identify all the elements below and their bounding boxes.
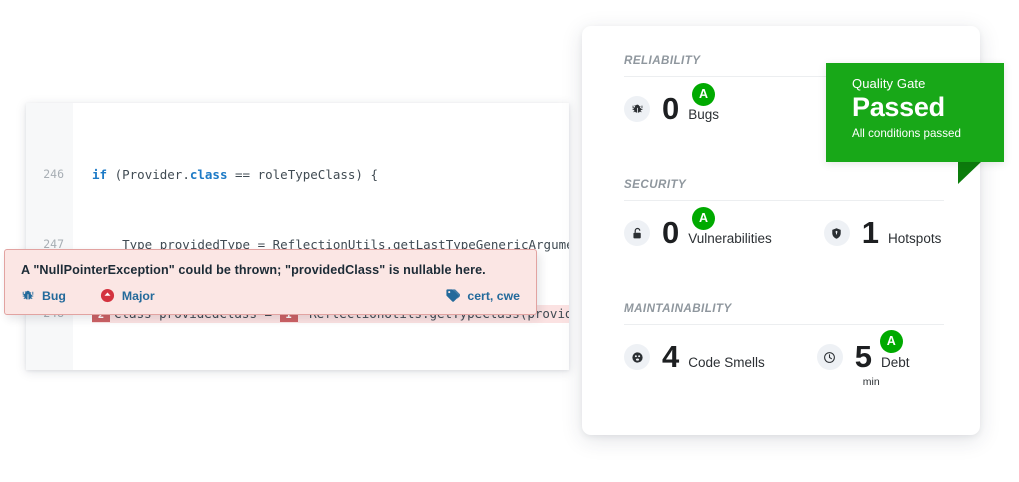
rating-badge[interactable]: A: [692, 207, 715, 230]
section-divider: [624, 200, 944, 201]
metric-label: Bugs: [688, 107, 720, 122]
section-maintainability: MAINTAINABILITY 4 Code Smells: [624, 302, 944, 388]
quality-gate-subtitle: All conditions passed: [852, 127, 961, 140]
bug-icon: [21, 289, 35, 303]
code-viewer-panel: 246 if (Provider.class == roleTypeClass)…: [26, 103, 569, 370]
code-smell-icon: [624, 344, 650, 370]
section-security: SECURITY 0 Vulnerabilities A: [624, 178, 944, 248]
issue-detail-card[interactable]: A "NullPointerException" could be thrown…: [4, 249, 537, 315]
line-number: 246: [43, 167, 64, 182]
issue-tags-label: cert, cwe: [467, 288, 520, 303]
metric-label: Debt: [881, 355, 910, 370]
section-reliability: RELIABILITY 0 Bugs A: [624, 54, 944, 124]
section-title: SECURITY: [624, 178, 687, 191]
issue-message: A "NullPointerException" could be thrown…: [21, 263, 486, 277]
issue-type-label: Bug: [42, 288, 66, 303]
severity-major-icon: [100, 288, 115, 303]
quality-gate-badge[interactable]: Quality Gate Passed All conditions passe…: [826, 63, 1004, 162]
metric-value: 0: [662, 91, 680, 126]
metric-label: Vulnerabilities: [688, 231, 772, 246]
code-content: if (Provider.class == roleTypeClass) {: [92, 167, 379, 183]
metric-value: 0: [662, 215, 680, 250]
metric-row: 0 Vulnerabilities A 1 Hotspots: [624, 207, 944, 250]
metric-code-smells[interactable]: 4 Code Smells: [624, 339, 765, 374]
shield-icon: [823, 220, 850, 246]
metric-row: 0 Bugs A: [624, 83, 944, 126]
clock-icon: [816, 344, 843, 370]
code-content: Type providedType = ReflectionUtils.getL…: [122, 236, 569, 252]
metric-unit: min: [862, 376, 880, 388]
line-number: 247: [43, 236, 64, 251]
code-lines: 246 if (Provider.class == roleTypeClass)…: [26, 103, 569, 370]
metric-value: 1: [861, 215, 880, 250]
metric-value: 5: [854, 339, 873, 374]
section-divider: [624, 324, 944, 325]
issue-type[interactable]: Bug: [21, 289, 66, 303]
metric-vulnerabilities[interactable]: 0 Vulnerabilities A: [624, 207, 772, 250]
metric-label: Hotspots: [888, 231, 942, 246]
metric-hotspots[interactable]: 1 Hotspots: [823, 215, 942, 250]
issue-tags[interactable]: cert, cwe: [445, 288, 520, 303]
metric-label: Code Smells: [688, 355, 765, 370]
open-lock-icon: [624, 220, 650, 246]
metric-row: 4 Code Smells 5 Debt A min: [624, 330, 944, 388]
rating-badge[interactable]: A: [879, 330, 903, 353]
bug-icon: [624, 96, 650, 122]
quality-gate-status: Passed: [852, 92, 945, 122]
metric-debt[interactable]: 5 Debt A min: [816, 330, 910, 388]
line-number-gutter: [26, 103, 73, 370]
metric-bugs[interactable]: 0 Bugs A: [624, 83, 720, 126]
section-title: MAINTAINABILITY: [624, 302, 732, 315]
rating-badge[interactable]: A: [692, 83, 715, 106]
metric-value: 4: [662, 339, 680, 374]
quality-gate-title: Quality Gate: [852, 76, 926, 91]
section-title: RELIABILITY: [624, 54, 701, 67]
tag-icon: [445, 288, 461, 303]
issue-severity-label: Major: [121, 288, 155, 303]
issue-severity[interactable]: Major: [100, 288, 155, 303]
section-divider: [624, 76, 944, 77]
code-line[interactable]: 247 Type providedType = ReflectionUtils.…: [26, 236, 569, 253]
code-line[interactable]: 246 if (Provider.class == roleTypeClass)…: [26, 166, 569, 183]
issue-meta-row: Bug Major cert, cwe: [21, 288, 520, 303]
quality-gate-ribbon-fold: [958, 162, 981, 184]
